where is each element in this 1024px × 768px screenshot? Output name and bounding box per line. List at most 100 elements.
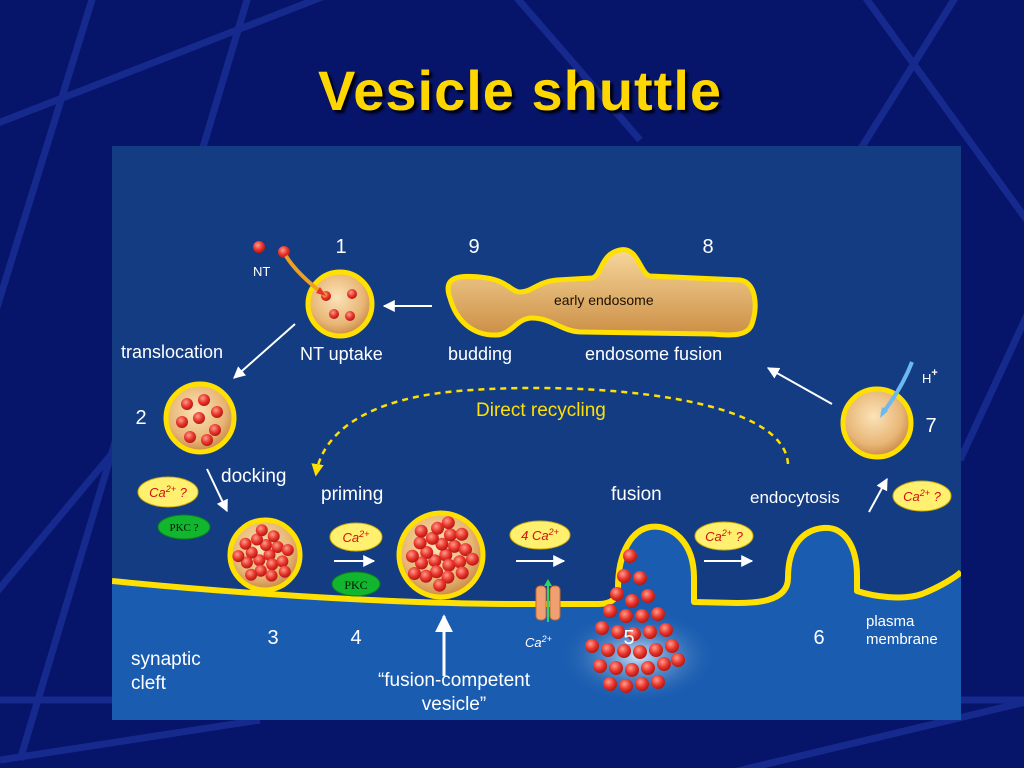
nt-molecule [276,555,289,568]
vesicle-acidification [840,386,914,460]
badge-priming-calcium: Ca2+ [329,522,383,552]
nt-molecule [665,639,679,653]
nt-molecule [407,567,421,580]
nt-molecule [431,521,444,535]
label-early-endosome: early endosome [554,292,654,308]
slide-title: Vesicle shuttle [317,59,723,122]
nt-molecule [657,657,671,671]
nt-molecule [603,677,617,691]
nt-molecule [251,533,263,546]
nt-molecule [439,548,453,562]
nt-molecule [413,536,427,550]
nt-molecule [435,537,449,551]
step-number-6: 6 [813,627,824,649]
badge-recycle-calcium: Ca2+ ? [694,521,754,551]
label-proton: H+ [922,367,938,386]
step-number-5: 5 [623,627,634,649]
nt-molecule [441,516,455,530]
nt-molecule [428,554,442,568]
early-endosome [445,247,758,338]
label-nt: NT [253,264,270,279]
nt-molecule [619,679,633,693]
nt-molecule [671,653,685,667]
label-fusion: fusion [611,484,662,505]
nt-molecule [601,643,615,657]
label-membrane: membrane [866,631,938,648]
nt-molecule [609,661,623,675]
label-priming: priming [321,484,383,505]
nt-molecule [651,675,665,689]
nt-molecules-vesicle-2 [176,394,223,446]
nt-molecule [443,528,457,542]
nt-molecule [610,587,624,601]
nt-molecule [415,556,428,570]
vesicle-nt-uptake [305,269,375,339]
calcium-channel [535,579,561,622]
nt-molecule [641,661,655,675]
nt-molecules-vesicle-3 [232,524,294,582]
nt-molecule [448,539,461,553]
step-number-4: 4 [350,627,361,649]
nt-molecule [633,571,647,585]
nt-molecule [455,566,469,580]
plasma-membrane [112,523,961,607]
svg-text:Ca2+ ?: Ca2+ ? [705,528,744,544]
step-number-1: 1 [335,236,346,258]
arrow-to-endosome [766,367,833,405]
nt-molecule [643,625,657,639]
synaptic-cleft-region [112,526,961,720]
arrow-endocytosis-up [868,477,888,513]
nt-molecule [603,604,617,618]
nt-molecule [267,530,280,543]
badge-endocytosis-calcium: Ca2+ ? [892,480,952,512]
svg-text:4 Ca2+: 4 Ca2+ [521,527,559,543]
nt-molecule [442,558,456,572]
label-vesicle: vesicle” [422,694,486,715]
nt-molecule [659,623,673,637]
nt-molecule [232,550,245,563]
nt-molecule [627,627,641,641]
svg-text:Ca2+ ?: Ca2+ ? [903,488,942,504]
label-direct-recycling: Direct recycling [476,400,606,421]
badge-docking-pkc: PKC ? [157,514,211,540]
nt-molecule [585,639,599,653]
nt-molecule [281,544,294,556]
nt-molecule [593,659,607,673]
nt-molecule [635,677,649,691]
label-fusion-competent: “fusion-competent [378,670,531,691]
nt-molecule [254,564,267,577]
nt-molecule [595,621,609,635]
nt-molecule [611,625,625,639]
svg-text:Ca2+ ?: Ca2+ ? [149,484,188,500]
nt-molecule [414,524,428,538]
nt-molecule [625,594,639,608]
label-plasma: plasma [866,613,915,630]
nt-molecule [259,539,272,551]
nt-molecule [441,570,455,584]
label-synaptic: synaptic [131,649,201,670]
nt-molecules-released [585,549,685,693]
step-number-7: 7 [925,415,936,437]
svg-text:Ca2+: Ca2+ [343,529,370,545]
nt-molecule [239,537,252,550]
nt-molecule [405,549,419,563]
label-nt-uptake: NT uptake [300,344,383,364]
nt-molecules-vesicle-4 [405,516,479,592]
label-translocation: translocation [121,342,223,362]
nt-molecule [617,644,631,658]
nt-molecule [420,546,434,559]
direct-recycling-path [311,386,790,477]
vesicle-shuttle-diagram: Ca2+ ? PKC ? Ca2+ PKC 4 Ca2+ Ca2+ ? Ca2+… [112,146,961,720]
nt-molecule [430,565,443,579]
nt-molecule [240,556,253,569]
nt-molecule [253,554,266,567]
label-endosome-fusion: endosome fusion [585,344,722,364]
nt-molecule [649,643,663,657]
proton-influx-arrowhead [880,407,888,418]
nt-molecule [453,555,467,569]
nt-molecule [433,578,447,592]
step-number-2: 2 [135,407,146,429]
nt-molecule [263,549,276,561]
nt-uptake-arrowhead [316,287,326,296]
svg-text:PKC: PKC [344,578,367,592]
